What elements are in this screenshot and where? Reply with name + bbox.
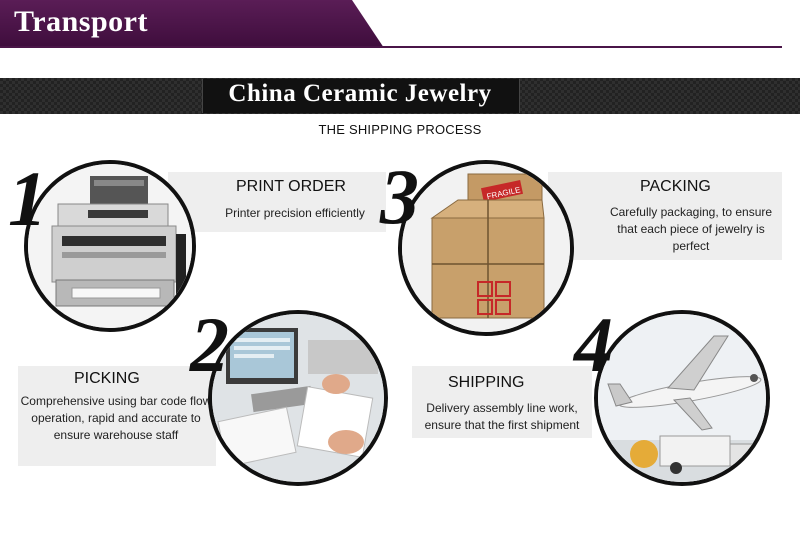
step-2-title: PICKING bbox=[74, 370, 140, 387]
step-2-desc: Comprehensive using bar code flow operat… bbox=[20, 394, 212, 442]
step-1-number: 1 bbox=[8, 155, 47, 242]
step-3-number: 3 bbox=[380, 153, 419, 240]
printer-illustration bbox=[28, 164, 192, 328]
cardboard-box-illustration: FRAGILE bbox=[402, 164, 570, 332]
page-title: Transport bbox=[14, 5, 148, 38]
step-4-number: 4 bbox=[574, 301, 613, 388]
step-1-circle bbox=[24, 160, 196, 332]
step-1-panel bbox=[168, 172, 386, 232]
step-1-title: PRINT ORDER bbox=[236, 178, 346, 195]
step-2-panel bbox=[18, 366, 216, 466]
office-desk-illustration bbox=[212, 314, 384, 482]
step-2-circle bbox=[208, 310, 388, 486]
header-tab bbox=[0, 0, 384, 48]
step-4-desc: Delivery assembly line work, ensure that… bbox=[424, 401, 580, 432]
step-4-panel bbox=[412, 366, 592, 438]
step-3-circle: FRAGILE bbox=[398, 160, 574, 336]
step-4-title: SHIPPING bbox=[448, 374, 525, 391]
step-3-title: PACKING bbox=[640, 178, 711, 195]
header-bar: Transport bbox=[0, 0, 800, 50]
airplane-truck-illustration bbox=[598, 314, 766, 482]
brand-name: China Ceramic Jewelry bbox=[228, 80, 492, 107]
brand-banner-box bbox=[202, 79, 520, 113]
step-2-number: 2 bbox=[190, 301, 229, 388]
section-subtitle: THE SHIPPING PROCESS bbox=[318, 122, 482, 137]
step-3-panel bbox=[548, 172, 782, 260]
step-1-desc: Printer precision efficiently bbox=[225, 206, 365, 220]
header-divider bbox=[0, 46, 782, 48]
step-4-circle bbox=[594, 310, 770, 486]
step-3-desc: Carefully packaging, to ensure that each… bbox=[609, 205, 773, 253]
